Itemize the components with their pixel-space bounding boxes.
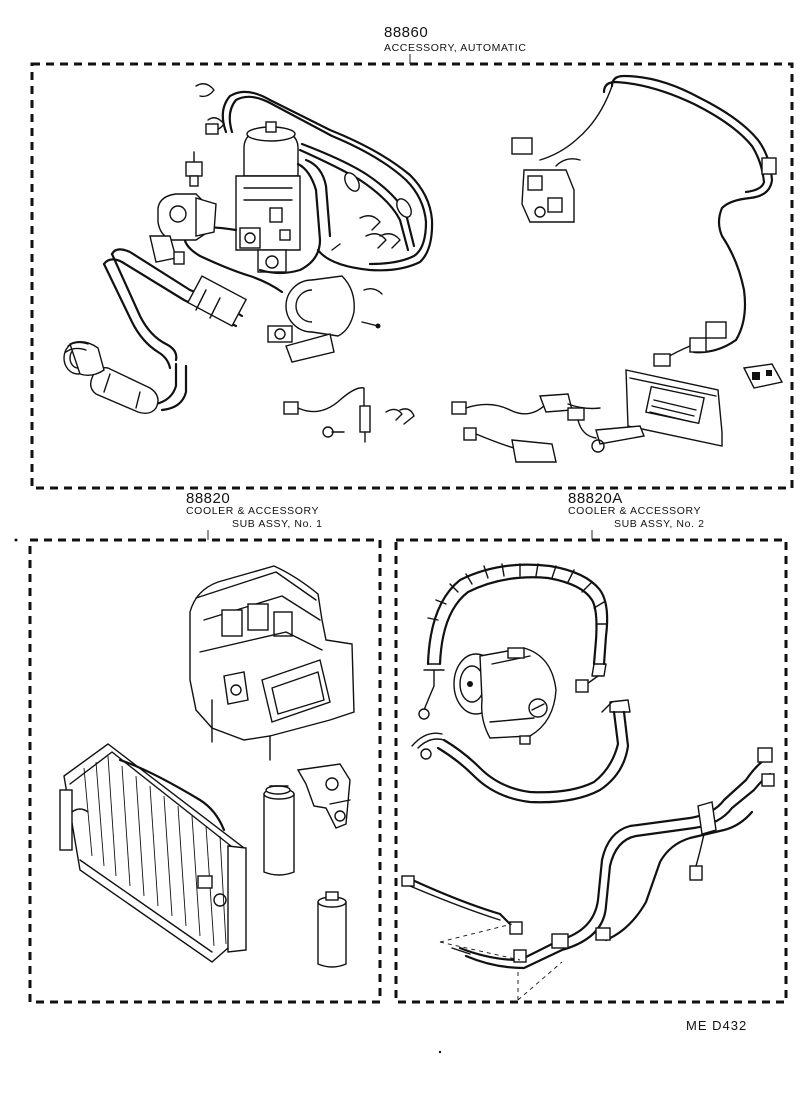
control-panel-amplifier: [625, 369, 723, 447]
group-88860-number: 88860: [384, 24, 429, 41]
diagram-reference-code: ME D432: [686, 1018, 748, 1033]
check-valve-coupler: [63, 341, 105, 377]
vacuum-tank: [89, 367, 159, 415]
compressor: [453, 647, 557, 745]
vacuum-hoses: [183, 90, 434, 294]
receiver-drier: [263, 785, 295, 876]
pipe-connection-leaders: [439, 923, 563, 1001]
group-88860-description: ACCESSORY, AUTOMATIC: [384, 42, 527, 54]
ac-control-relay-block: [521, 158, 581, 223]
vacuum-switching-valve: [149, 193, 217, 265]
evaporator-cooling-unit: [189, 565, 355, 761]
vacuum-actuator-assembly: [235, 121, 301, 273]
small-clips-center: [331, 215, 401, 295]
lower-sub-harness: [451, 393, 645, 463]
sensor-with-lead: [283, 387, 415, 443]
group-88820-description-line1: COOLER & ACCESSORY: [186, 505, 320, 517]
motor-actuator: [267, 275, 381, 363]
condenser: [59, 743, 247, 963]
vacuum-sensor: [185, 151, 203, 187]
group-88820a-description-line2: SUB ASSY, No. 2: [614, 518, 705, 530]
refrigerant-cylinder: [317, 891, 347, 968]
group-88820a-number: 88820A: [568, 490, 623, 507]
group-88820-number: 88820: [186, 490, 231, 507]
group-88820-description-line2: SUB ASSY, No. 1: [232, 518, 323, 530]
group-88820a-description-line1: COOLER & ACCESSORY: [568, 505, 702, 517]
refrigerant-pipes: [401, 747, 775, 970]
right-wire-harness: [511, 74, 777, 367]
hose-clips-left: [195, 83, 225, 135]
group-88820-boundary: [28, 538, 382, 1004]
air-intake-duct: [102, 248, 248, 412]
group-88860-boundary: [30, 62, 794, 490]
discharge-hose: [411, 699, 631, 804]
group-88820a-boundary: [394, 538, 788, 1004]
bracket-connector-right: [742, 363, 784, 389]
flexible-hoses: [418, 563, 609, 720]
drier-bracket: [296, 763, 351, 829]
